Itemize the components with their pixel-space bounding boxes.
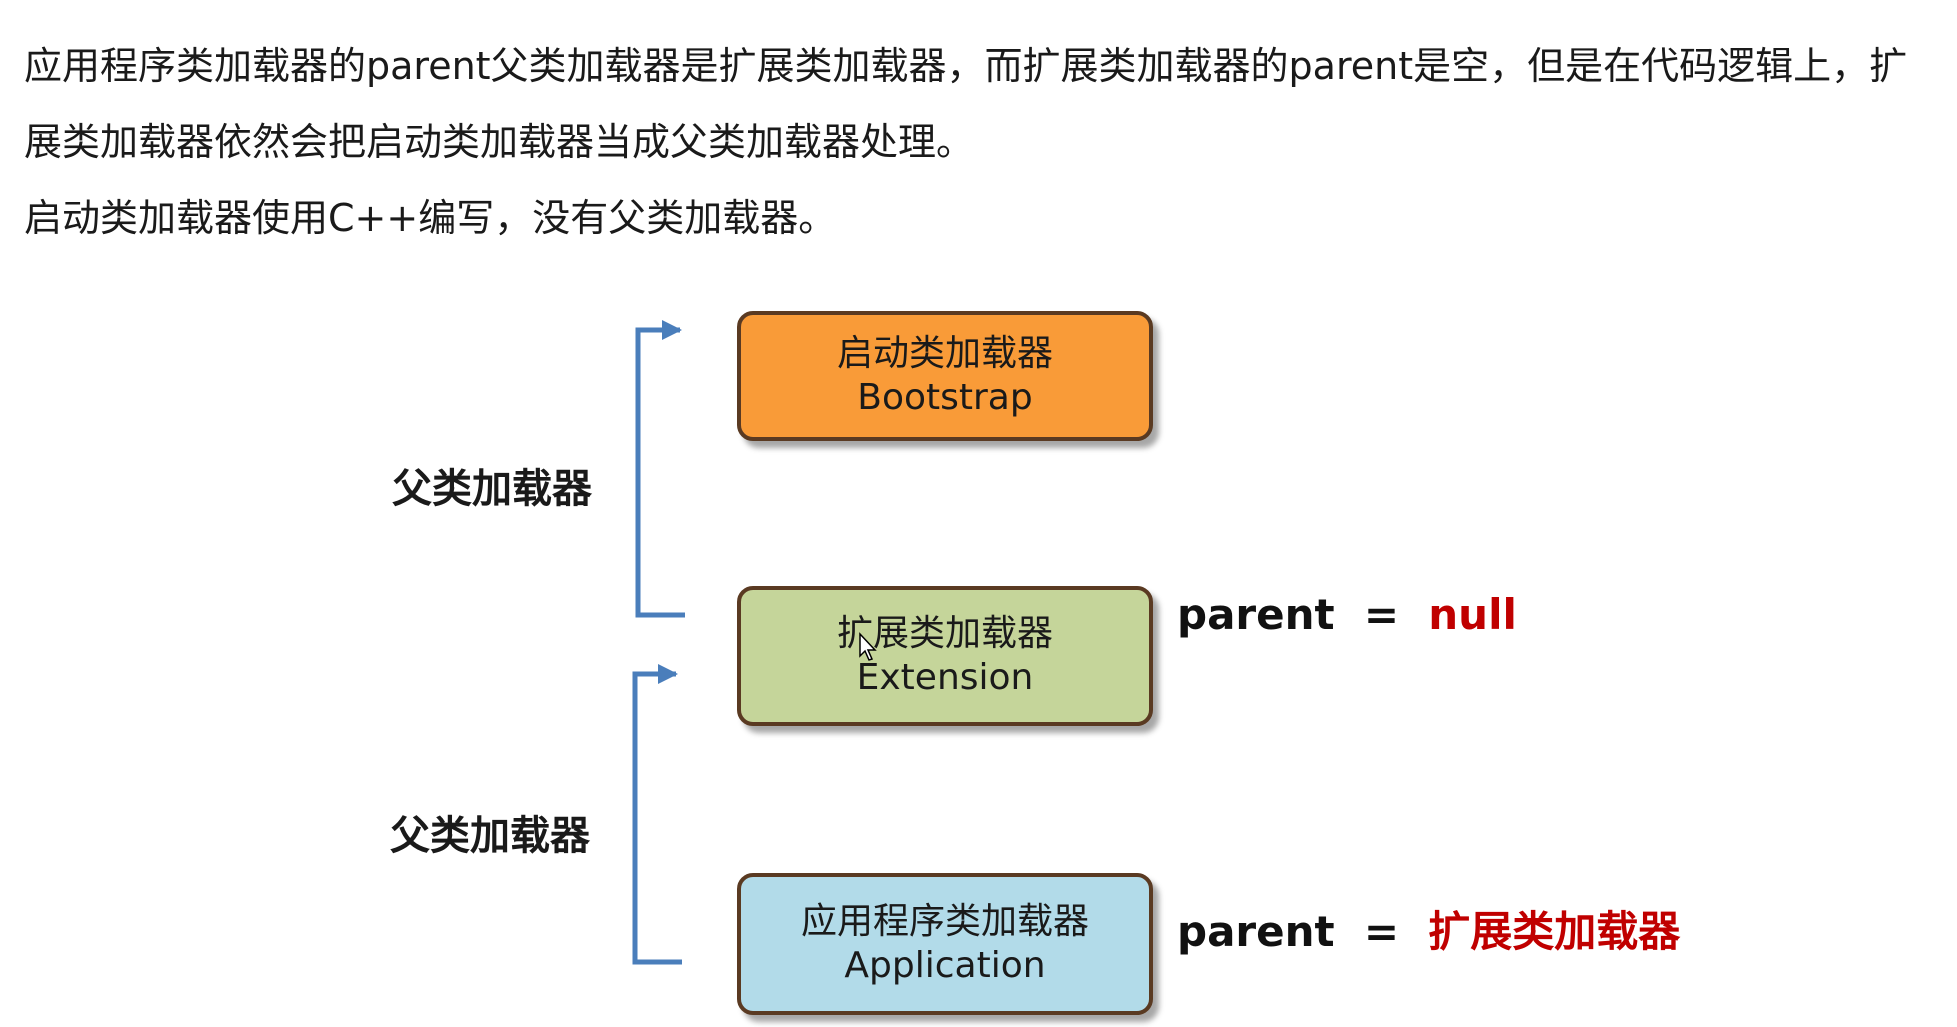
extension-parent-note: parent = null: [1177, 590, 1517, 639]
intro-line-1: 应用程序类加载器的parent父类加载器是扩展类加载器，而扩展类加载器的pare…: [24, 44, 1908, 164]
application-parent-prefix: parent =: [1177, 907, 1429, 956]
application-parent-value: 扩展类加载器: [1428, 907, 1681, 956]
lower-bracket-arrow: [632, 664, 682, 965]
intro-text: 应用程序类加载器的parent父类加载器是扩展类加载器，而扩展类加载器的pare…: [24, 28, 1934, 256]
application-name-en: Application: [844, 945, 1046, 986]
application-parent-note: parent = 扩展类加载器: [1177, 898, 1680, 959]
upper-bracket-arrow: [635, 320, 685, 618]
extension-loader-box: 扩展类加载器 Extension: [737, 586, 1153, 726]
bootstrap-name-en: Bootstrap: [857, 377, 1033, 418]
mouse-cursor-icon: [859, 632, 877, 661]
application-loader-box: 应用程序类加载器 Application: [737, 873, 1153, 1015]
extension-parent-prefix: parent =: [1177, 590, 1429, 639]
bootstrap-name-cn: 启动类加载器: [836, 333, 1053, 374]
bootstrap-loader-box: 启动类加载器 Bootstrap: [737, 311, 1153, 441]
upper-bracket-label: 父类加载器: [392, 466, 592, 512]
lower-bracket-label: 父类加载器: [390, 813, 590, 859]
application-name-cn: 应用程序类加载器: [800, 901, 1089, 942]
extension-name-en: Extension: [856, 657, 1034, 698]
extension-parent-value: null: [1428, 590, 1517, 639]
intro-line-2: 启动类加载器使用C++编写，没有父类加载器。: [24, 196, 837, 240]
